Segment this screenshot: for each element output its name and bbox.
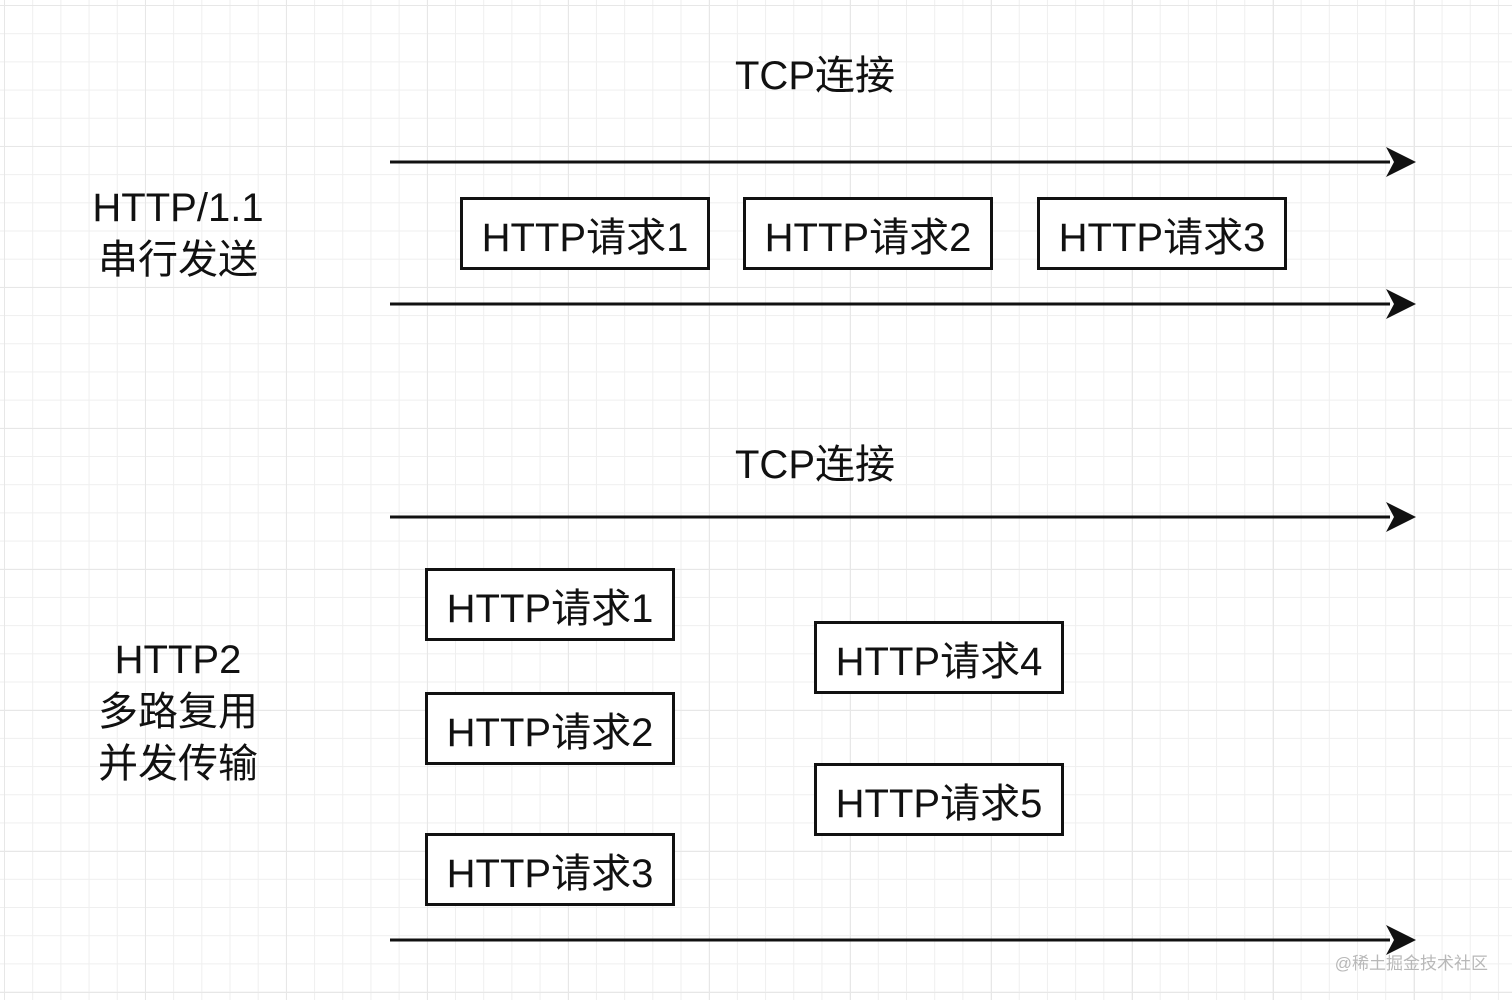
- http2-title: HTTP2: [114, 638, 242, 682]
- http11-label: HTTP/1.1 串行发送: [58, 182, 298, 286]
- http11-title: HTTP/1.1: [92, 186, 264, 230]
- http11-request-2: HTTP请求2: [743, 197, 993, 270]
- http2-request-3: HTTP请求3: [425, 833, 675, 906]
- tcp-connection-label-http11: TCP连接: [735, 54, 895, 98]
- http2-request-4: HTTP请求4: [814, 621, 1064, 694]
- tcp-arrow-http2-top: [390, 502, 1416, 532]
- http11-request-1: HTTP请求1: [460, 197, 710, 270]
- http11-request-3: HTTP请求3: [1037, 197, 1287, 270]
- tcp-arrow-http2-bottom: [390, 925, 1416, 955]
- tcp-arrow-http11-bottom: [390, 289, 1416, 319]
- http11-desc: 串行发送: [98, 238, 258, 282]
- tcp-connection-label-http2: TCP连接: [735, 443, 895, 487]
- http2-desc-line1: 多路复用: [98, 690, 258, 734]
- tcp-arrow-http11-top: [390, 147, 1416, 177]
- watermark: @稀土掘金技术社区: [1334, 954, 1488, 973]
- http2-request-5: HTTP请求5: [814, 763, 1064, 836]
- http2-request-2: HTTP请求2: [425, 692, 675, 765]
- http2-desc-line2: 并发传输: [98, 742, 258, 786]
- http2-request-1: HTTP请求1: [425, 568, 675, 641]
- http2-label: HTTP2 多路复用 并发传输: [58, 634, 298, 790]
